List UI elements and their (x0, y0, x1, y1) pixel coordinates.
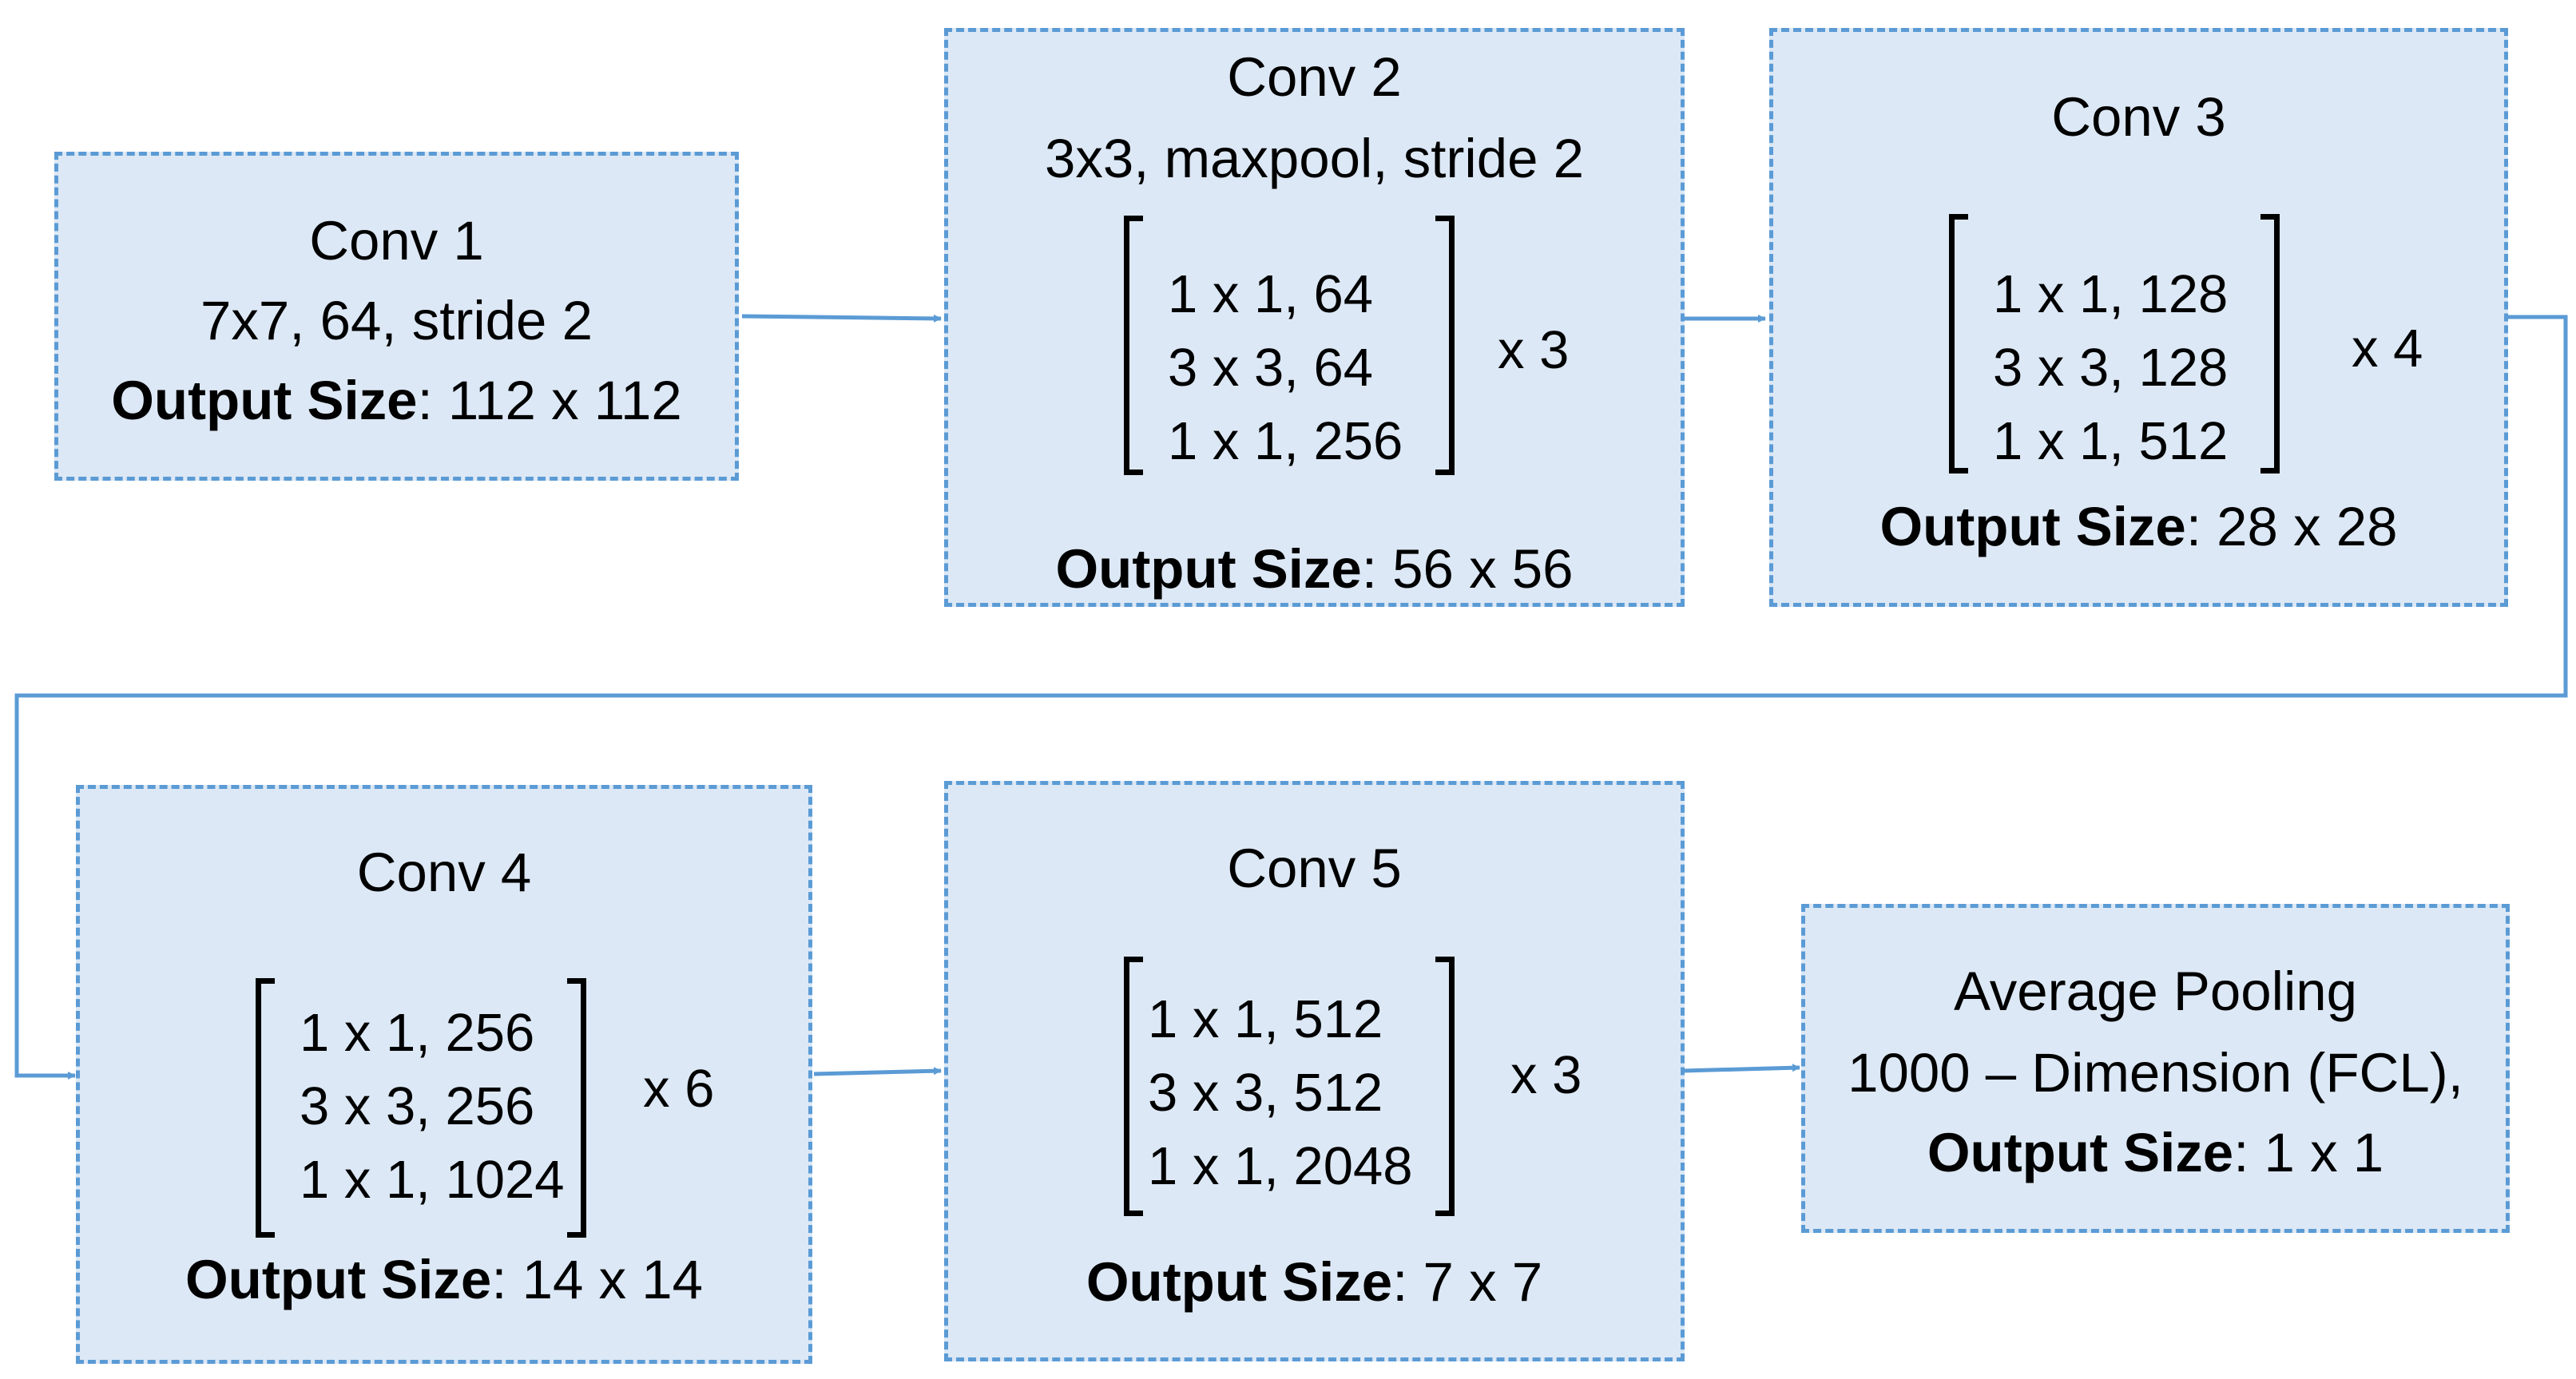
conv2-spec: 3x3, maxpool, stride 2 (1044, 128, 1584, 189)
matrix-row: 3 x 3, 256 (300, 1076, 535, 1136)
output-size-label: Output Size (1927, 1122, 2234, 1183)
conv3-node: Conv 3 1 x 1, 128 3 x 3, 128 1 x 1, 512 … (1769, 28, 2508, 607)
matrix-row: 3 x 3, 128 (1993, 338, 2229, 398)
conv4-node: Conv 4 1 x 1, 256 3 x 3, 256 1 x 1, 1024… (76, 785, 812, 1364)
conv5-node: Conv 5 1 x 1, 512 3 x 3, 512 1 x 1, 2048… (944, 781, 1685, 1361)
conv4-block-matrix: 1 x 1, 256 3 x 3, 256 1 x 1, 1024 (256, 978, 591, 1238)
arrow-conv3-conv4 (14, 315, 2568, 1080)
matrix-row: 1 x 1, 128 (1993, 264, 2229, 324)
matrix-row: 3 x 3, 512 (1148, 1063, 1383, 1123)
arrow-conv4-conv5 (813, 1067, 942, 1076)
output-size-label: Output Size (111, 370, 418, 431)
conv5-block-matrix: 1 x 1, 512 3 x 3, 512 1 x 1, 2048 (1124, 957, 1459, 1216)
arrow-conv1-conv2 (741, 314, 942, 323)
conv5-output: Output Size: 7 x 7 (948, 1254, 1681, 1310)
matrix-row: 1 x 1, 256 (300, 1003, 535, 1063)
right-bracket (2260, 214, 2280, 474)
conv1-title: Conv 1 (309, 210, 484, 271)
conv1-spec: 7x7, 64, stride 2 (200, 290, 593, 351)
conv4-repeat: x 6 (643, 1059, 715, 1119)
output-size-value: : 56 x 56 (1361, 538, 1574, 600)
left-bracket (256, 978, 275, 1238)
output-size-label: Output Size (1086, 1251, 1393, 1313)
output-size-value: : 7 x 7 (1392, 1251, 1543, 1313)
conv1-node: Conv 1 7x7, 64, stride 2 Output Size: 11… (54, 152, 739, 481)
conv4-output: Output Size: 14 x 14 (80, 1252, 808, 1307)
arrow-conv5-pool (1682, 1064, 1800, 1073)
matrix-row: 1 x 1, 512 (1993, 411, 2229, 471)
right-bracket (1435, 216, 1455, 475)
conv2-repeat: x 3 (1498, 320, 1570, 380)
output-size-value: : 1 x 1 (2233, 1122, 2384, 1183)
conv5-title: Conv 5 (1227, 838, 1402, 899)
right-bracket (1435, 957, 1455, 1216)
output-size-value: : 28 x 28 (2185, 496, 2398, 557)
conv2-block-matrix: 1 x 1, 64 3 x 3, 64 1 x 1, 256 (1124, 216, 1459, 475)
matrix-row: 1 x 1, 256 (1168, 411, 1403, 471)
output-size-label: Output Size (1055, 538, 1362, 600)
conv2-output: Output Size: 56 x 56 (948, 541, 1681, 596)
conv4-title: Conv 4 (356, 842, 532, 903)
conv2-title: Conv 2 (1227, 46, 1402, 108)
conv1-output: Output Size: 112 x 112 (58, 373, 735, 428)
matrix-row: 3 x 3, 64 (1168, 338, 1374, 398)
conv3-block-matrix: 1 x 1, 128 3 x 3, 128 1 x 1, 512 (1949, 214, 2284, 474)
matrix-row: 1 x 1, 512 (1148, 989, 1383, 1049)
output-size-value: : 112 x 112 (417, 370, 682, 431)
output-size-label: Output Size (1879, 496, 2186, 557)
left-bracket (1124, 216, 1143, 475)
matrix-row: 1 x 1, 64 (1168, 264, 1374, 324)
right-bracket (567, 978, 586, 1238)
conv3-title: Conv 3 (2051, 86, 2226, 148)
conv3-repeat: x 4 (2352, 319, 2423, 378)
pooling-title: Average Pooling (1953, 961, 2358, 1022)
pooling-output: Output Size: 1 x 1 (1805, 1125, 2506, 1180)
output-size-value: : 14 x 14 (491, 1249, 703, 1310)
output-size-label: Output Size (185, 1249, 492, 1310)
pooling-spec: 1000 – Dimension (FCL), (1848, 1042, 2463, 1104)
matrix-row: 1 x 1, 2048 (1148, 1136, 1413, 1196)
conv5-repeat: x 3 (1510, 1045, 1582, 1105)
pooling-node: Average Pooling 1000 – Dimension (FCL), … (1801, 904, 2510, 1233)
matrix-row: 1 x 1, 1024 (300, 1150, 565, 1210)
conv2-node: Conv 2 3x3, maxpool, stride 2 1 x 1, 64 … (944, 28, 1685, 607)
conv3-output: Output Size: 28 x 28 (1773, 499, 2504, 554)
left-bracket (1124, 957, 1143, 1216)
left-bracket (1949, 214, 1968, 474)
